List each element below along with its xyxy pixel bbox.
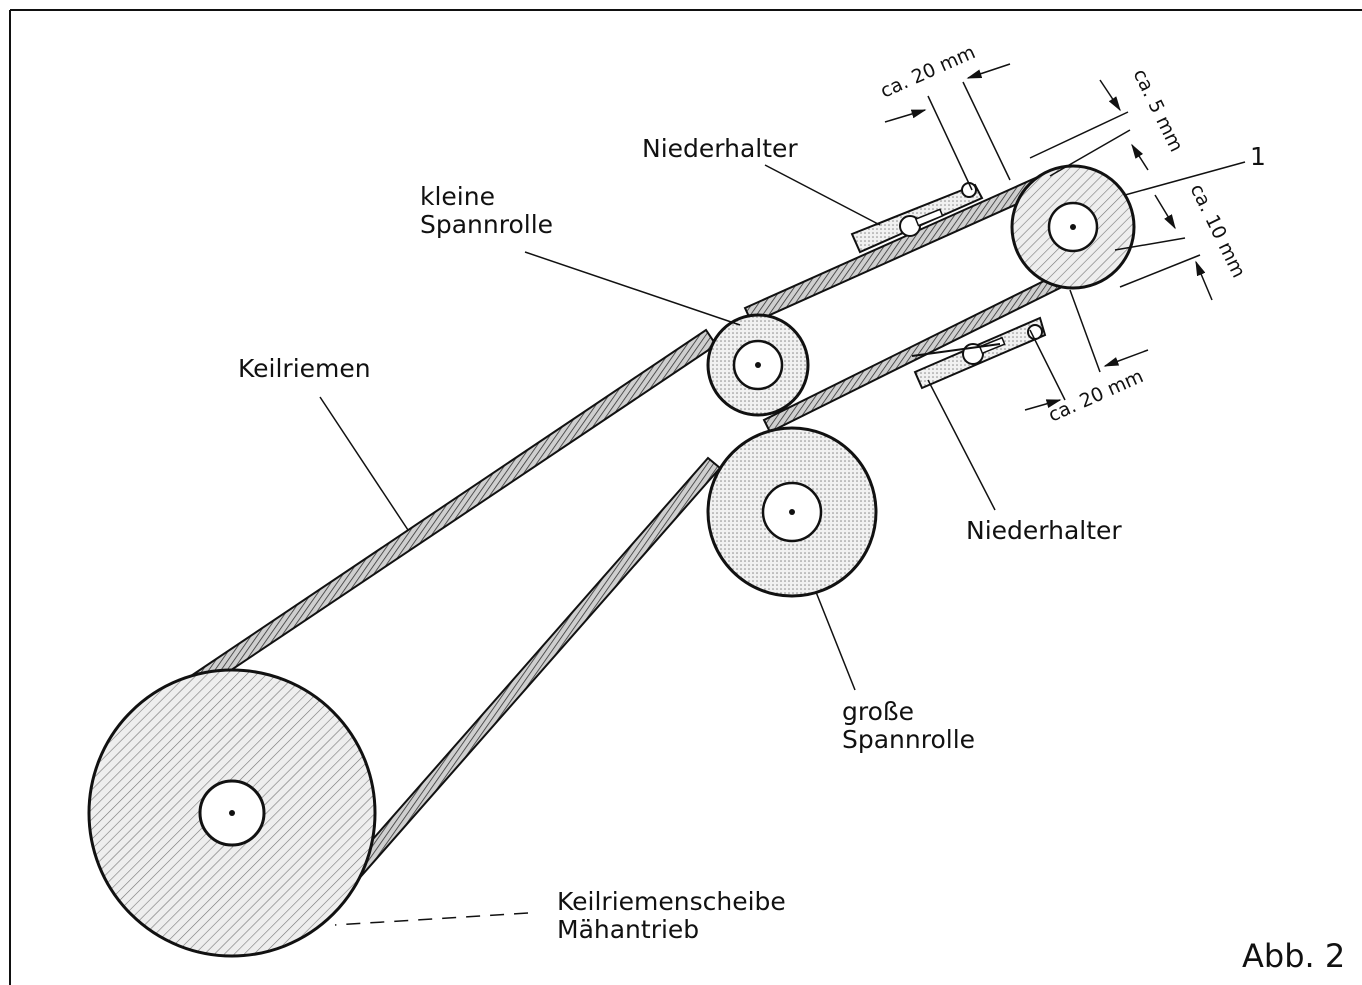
frame [9, 9, 1362, 985]
keilriemen-belt [171, 174, 1062, 884]
dim-upper-clearance: ca. 5 mm [1129, 66, 1188, 156]
leader-lines [319, 161, 1246, 926]
dim-bottom-gap: ca. 20 mm [1045, 365, 1147, 426]
label-niederhalter-bottom: Niederhalter [966, 516, 1122, 545]
label-niederhalter-top: Niederhalter [642, 134, 798, 163]
grosse-spannrolle [706, 426, 878, 598]
dimension-lines [884, 63, 1213, 411]
label-spannrolle-large: Spannrolle [842, 725, 975, 754]
label-keilriemenscheibe: Keilriemenscheibe [557, 887, 786, 916]
label-maehantrieb: Mähantrieb [557, 915, 699, 944]
dim-top-gap: ca. 20 mm [877, 41, 979, 102]
niederhalter-bottom [911, 316, 1047, 390]
label-item-1: 1 [1250, 142, 1266, 171]
keilriemenscheibe-pulley [87, 668, 377, 958]
label-keilriemen: Keilriemen [238, 354, 371, 383]
label-spannrolle-small: Spannrolle [420, 210, 553, 239]
dim-lower-clearance: ca. 10 mm [1186, 181, 1250, 282]
niederhalter-top [850, 182, 984, 254]
label-grosse: große [842, 697, 914, 726]
label-kleine: kleine [420, 182, 495, 211]
figure-label: Abb. 2 [1242, 937, 1345, 975]
kleine-spannrolle [706, 313, 810, 417]
pulley-1 [1010, 164, 1136, 290]
